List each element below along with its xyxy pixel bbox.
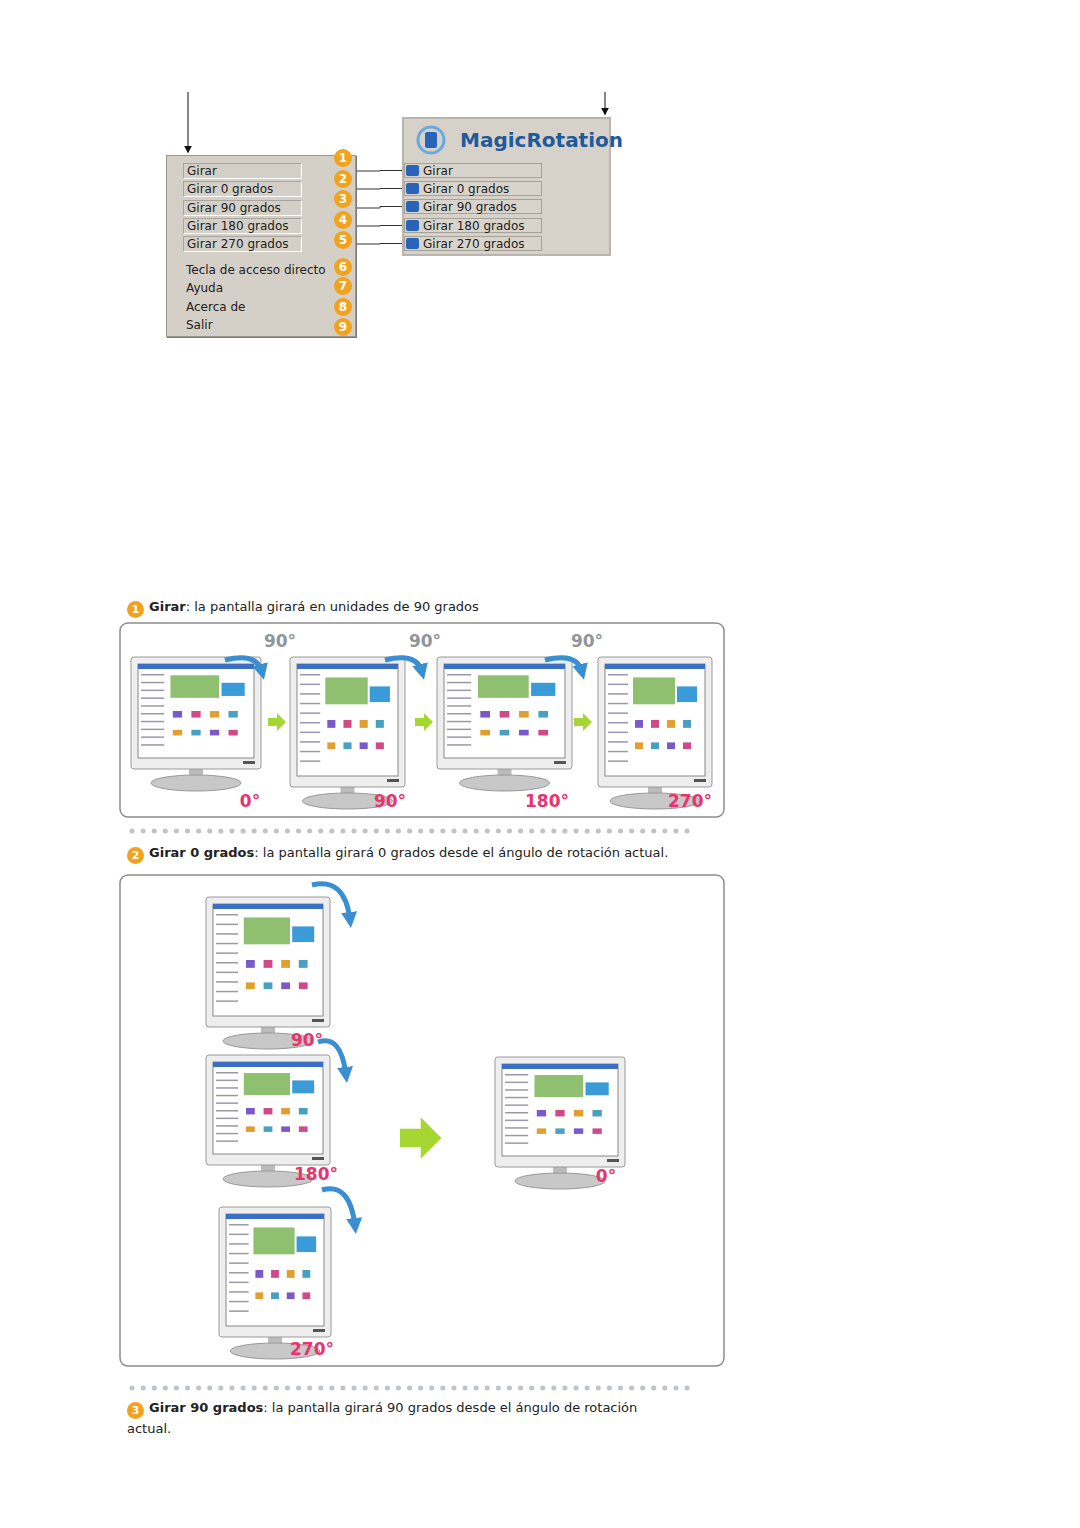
rotation-arrow: [225, 658, 262, 672]
menu-text: Tecla de acceso directo: [186, 263, 326, 277]
callout-number: 3: [127, 1402, 144, 1419]
callout-number: 1: [334, 149, 352, 167]
caption-term: Girar: [149, 599, 186, 614]
pointer-arrow: [188, 92, 189, 152]
monitor-figure: [219, 1207, 331, 1359]
app-window: GirarGirar 0 gradosGirar 90 gradosGirar …: [402, 117, 611, 256]
caption: 2 Girar 0 grados: la pantalla girará 0 gr…: [127, 843, 717, 864]
button-icon: [406, 220, 419, 231]
menu-item: Girar 90 grados: [183, 200, 302, 216]
window-button: Girar 0 grados: [404, 181, 542, 196]
app-logo: [414, 123, 448, 157]
menu-item: Girar: [183, 163, 302, 179]
window-title: MagicRotation: [460, 128, 623, 152]
callout-number: 2: [334, 170, 352, 188]
menu-item: Girar 0 grados: [183, 181, 302, 197]
menu-text: Girar 180 grados: [184, 219, 301, 233]
pointer-arrow: [605, 92, 606, 114]
menu-item: Girar 270 grados: [183, 236, 302, 252]
illustration-panel: [120, 623, 724, 817]
button-icon: [406, 238, 419, 249]
caption-term: Girar 90 grados: [149, 1400, 263, 1415]
illustration-panel: [120, 875, 724, 1366]
menu-text: Girar 90 grados: [423, 200, 541, 214]
menu-text: Girar 0 grados: [184, 182, 301, 196]
menu-item: Girar 180 grados: [183, 218, 302, 234]
monitor-figure: [206, 897, 330, 1049]
caption: 3Girar 90 grados: la pantalla girará 90 …: [127, 1398, 657, 1438]
callout-number: 2: [127, 847, 144, 864]
angle-label: 270°: [668, 791, 712, 811]
rotation-arrow: [322, 1189, 355, 1226]
angle-label: 0°: [240, 791, 260, 811]
callout-number: 7: [334, 277, 352, 295]
button-icon: [406, 183, 419, 194]
window-button: Girar 270 grados: [404, 236, 542, 251]
angle-label: 0°: [596, 1166, 616, 1186]
callout-number: 6: [334, 258, 352, 276]
button-icon: [406, 201, 419, 212]
dotted-rule: [132, 829, 694, 834]
caption-text: : la pantalla girará en unidades de 90 g…: [186, 599, 479, 614]
monitor-figure: [437, 657, 572, 791]
window-button: Girar 180 grados: [404, 218, 542, 233]
rotation-arrow: [385, 658, 422, 672]
callout-number: 1: [127, 601, 144, 618]
step-arrow: [415, 713, 433, 731]
menu-text: Salir: [186, 318, 213, 332]
step-arrow: [268, 713, 286, 731]
context-menu: GirarGirar 0 gradosGirar 90 gradosGirar …: [166, 155, 356, 337]
menu-text: Ayuda: [186, 281, 223, 295]
angle-label: 90°: [374, 791, 406, 811]
angle-label: 90°: [409, 631, 441, 651]
menu-text: Girar: [423, 164, 541, 178]
angle-label: 180°: [294, 1164, 338, 1184]
angle-label: 90°: [291, 1030, 323, 1050]
callout-number: 9: [334, 318, 352, 336]
angle-label: 90°: [264, 631, 296, 651]
menu-text: Girar 0 grados: [423, 182, 541, 196]
monitor-figure: [131, 657, 261, 791]
button-icon: [406, 165, 419, 176]
rotation-arrow: [312, 884, 350, 920]
menu-text: Girar: [184, 164, 301, 178]
angle-label: 270°: [290, 1339, 334, 1359]
caption-text: : la pantalla girará 0 grados desde el á…: [254, 845, 668, 860]
callout-number: 5: [334, 231, 352, 249]
angle-label: 90°: [571, 631, 603, 651]
menu-text: Girar 180 grados: [423, 219, 541, 233]
window-button: Girar: [404, 163, 542, 178]
rotation-arrow: [545, 658, 582, 672]
callout-number: 3: [334, 190, 352, 208]
callout-number: 8: [334, 298, 352, 316]
monitor-figure: [598, 657, 712, 809]
caption: 1 Girar: la pantalla girará en unidades d…: [127, 597, 717, 618]
dotted-rule: [132, 1386, 694, 1391]
menu-text: Acerca de: [186, 300, 245, 314]
caption-term: Girar 0 grados: [149, 845, 254, 860]
step-arrow: [574, 713, 592, 731]
window-button: Girar 90 grados: [404, 199, 542, 214]
angle-label: 180°: [525, 791, 569, 811]
step-arrow: [400, 1117, 441, 1158]
menu-text: Girar 90 grados: [184, 201, 301, 215]
monitor-figure: [290, 657, 405, 809]
menu-text: Girar 270 grados: [184, 237, 301, 251]
menu-text: Girar 270 grados: [423, 237, 541, 251]
callout-number: 4: [334, 211, 352, 229]
monitor-figure: [495, 1057, 625, 1189]
